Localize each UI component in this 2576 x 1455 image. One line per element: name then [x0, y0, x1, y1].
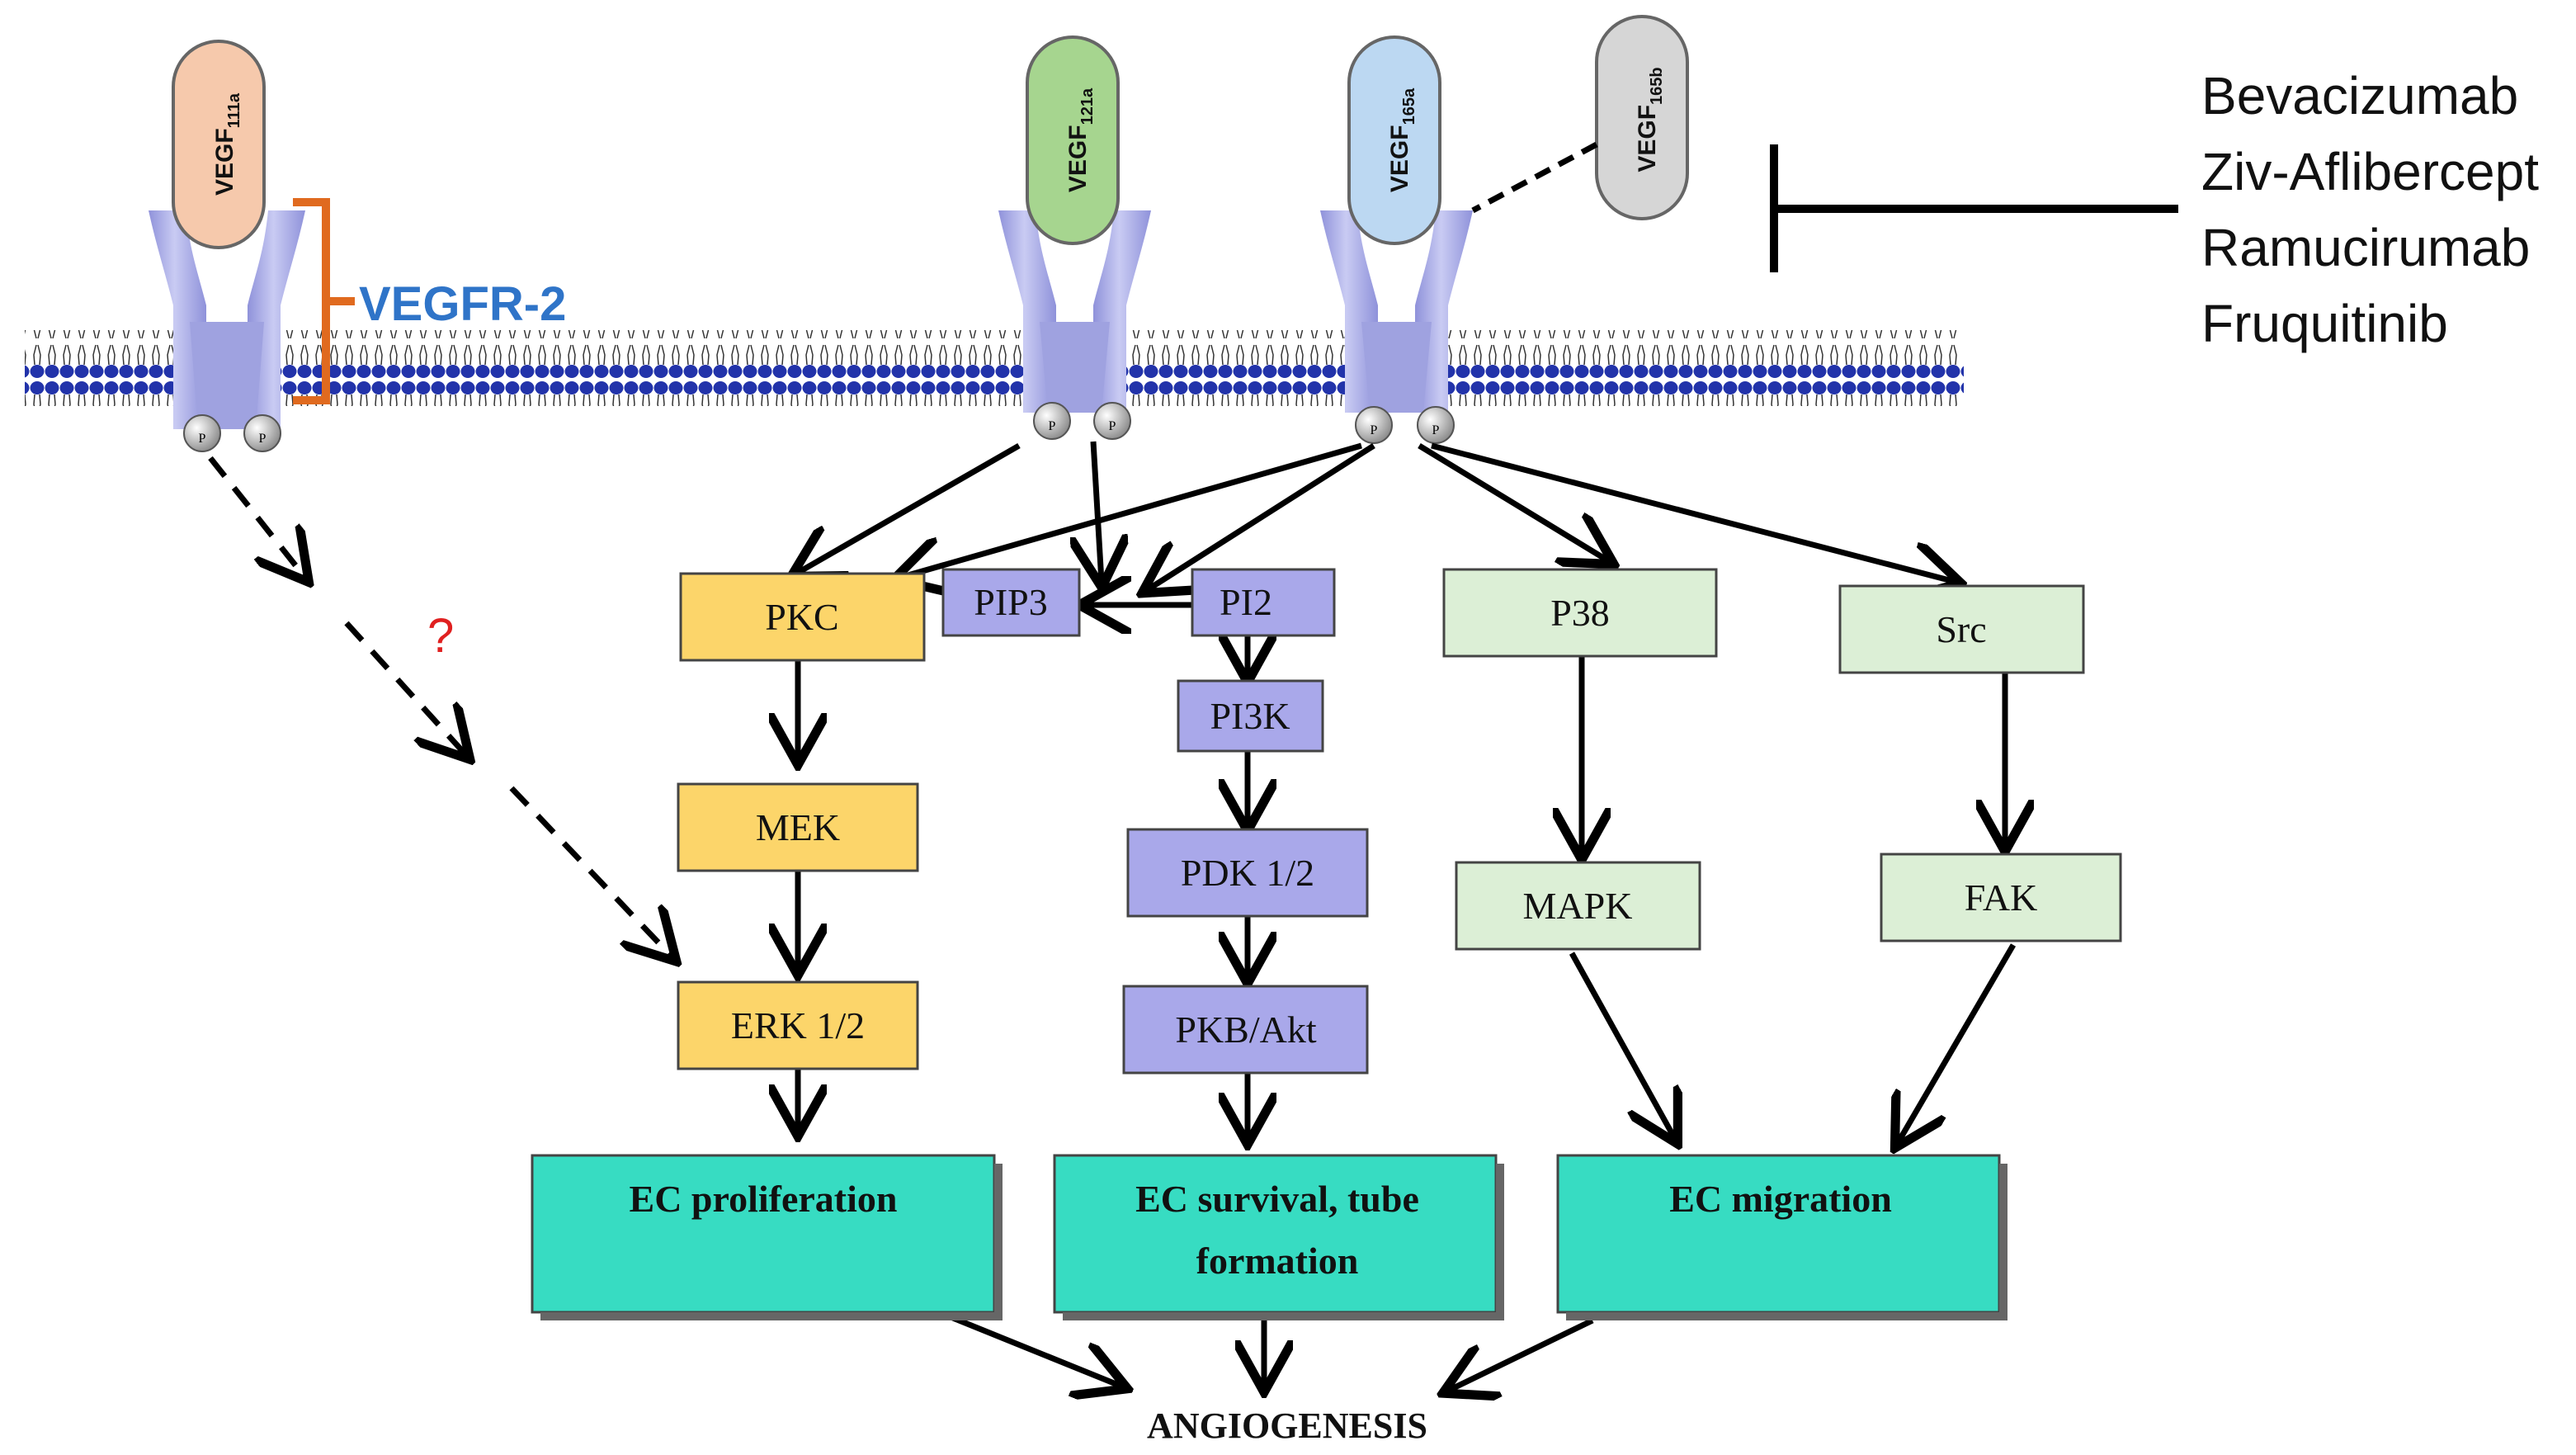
arrow-proliferation-angiogenesis: [947, 1313, 1122, 1387]
drug-ziv-aflibercept: Ziv-Aflibercept: [2201, 142, 2539, 201]
phospho-label: P: [1371, 423, 1378, 437]
phospho-site-icon: [183, 414, 221, 452]
arrow-r2-pkc: [796, 442, 1021, 574]
node-pi2: PI2: [1191, 568, 1336, 637]
node-label: P38: [1550, 592, 1610, 634]
phospho-site-icon: [1093, 402, 1131, 440]
unknown-pathway-arrow-2: [344, 621, 466, 755]
unknown-pathway-arrow-1: [208, 456, 305, 578]
drug-ramucirumab: Ramucirumab: [2201, 218, 2530, 277]
phospho-site-icon: [1355, 406, 1393, 444]
vegfr2-receptor-2: P P: [998, 210, 1151, 440]
node-src: Src: [1838, 584, 2085, 674]
outcome-label-line2: formation: [1196, 1240, 1359, 1282]
ligand-name: VEGF: [1064, 125, 1092, 192]
arrow-fak-migration: [1898, 943, 2017, 1143]
signal-arrows: [796, 441, 2017, 1391]
outcome-ec-migration: EC migration: [1556, 1154, 2007, 1320]
vegfr2-receptor-1: P P: [149, 210, 305, 452]
ligand-subscript: 111a: [225, 92, 243, 128]
ligand-vegf111a: VEGF111a: [172, 40, 266, 249]
drug-list: Bevacizumab Ziv-Aflibercept Ramucirumab …: [2201, 66, 2539, 353]
phospho-site-icon: [1033, 402, 1071, 440]
ligand-vegf165b: VEGF165b: [1595, 15, 1689, 220]
ligand-name: VEGF: [1386, 125, 1413, 192]
svg-text:VEGF121a: VEGF121a: [1064, 87, 1097, 192]
node-label: MEK: [756, 806, 840, 848]
outcome-ec-proliferation: EC proliferation: [531, 1154, 1003, 1320]
arrow-mapk-migration: [1569, 952, 1675, 1139]
node-label: PIP3: [974, 581, 1047, 623]
arrow-r3-src: [1431, 442, 1956, 582]
node-label: PI3K: [1210, 695, 1290, 737]
arrow-r3-pkc: [899, 442, 1362, 578]
ligand-vegf121a: VEGF121a: [1026, 35, 1120, 245]
node-label: ERK 1/2: [731, 1004, 865, 1046]
unknown-pathway-arrow-3: [509, 786, 672, 957]
phospho-label: P: [1049, 419, 1056, 433]
node-pkb: PKB/Akt: [1122, 985, 1369, 1075]
drug-bevacizumab: Bevacizumab: [2201, 66, 2518, 125]
node-label: PI2: [1220, 581, 1272, 623]
outcome-label-line1: EC survival, tube: [1135, 1178, 1419, 1220]
ligand-vegf165a: VEGF165a: [1347, 35, 1441, 245]
node-pdk: PDK 1/2: [1126, 828, 1369, 918]
ligand-subscript: 165a: [1400, 87, 1418, 125]
phospho-site-icon: [243, 414, 281, 452]
ligand-subscript: 121a: [1078, 87, 1097, 125]
node-fak: FAK: [1880, 853, 2122, 942]
svg-text:VEGF165b: VEGF165b: [1634, 67, 1666, 172]
node-erk: ERK 1/2: [677, 980, 919, 1070]
ligand-subscript: 165b: [1648, 67, 1666, 105]
node-p38: P38: [1442, 568, 1718, 658]
phospho-label: P: [259, 432, 267, 446]
arrow-r3-pi2: [1147, 443, 1375, 590]
node-mek: MEK: [677, 782, 919, 872]
phospho-label: P: [1109, 419, 1116, 433]
ligand-name: VEGF: [211, 128, 238, 196]
drug-fruquitinib: Fruquitinib: [2201, 294, 2448, 353]
arrow-r2-pip3: [1093, 441, 1102, 582]
vegfr2-label: VEGFR-2: [359, 277, 566, 331]
node-pip3: PIP3: [941, 568, 1081, 637]
node-label: PKB/Akt: [1175, 1009, 1316, 1051]
outcome-label: EC migration: [1669, 1178, 1892, 1220]
arrow-r3-p38: [1418, 443, 1609, 561]
node-label: PDK 1/2: [1181, 852, 1314, 894]
cell-membrane: [25, 330, 1964, 406]
arrow-migration-angiogenesis: [1448, 1317, 1594, 1391]
vegf165b-binding-dashed-line: [1471, 141, 1598, 214]
node-label: PKC: [765, 596, 838, 638]
svg-text:VEGF111a: VEGF111a: [211, 92, 243, 196]
node-pi3k: PI3K: [1177, 679, 1324, 753]
phospho-site-icon: [1417, 406, 1455, 444]
svg-text:VEGF165a: VEGF165a: [1386, 87, 1418, 192]
angiogenesis-label: ANGIOGENESIS: [1147, 1405, 1427, 1446]
phospho-label: P: [1432, 423, 1440, 437]
node-label: MAPK: [1523, 885, 1633, 927]
phospho-label: P: [199, 432, 206, 446]
node-label: Src: [1936, 608, 1986, 650]
outcome-ec-survival: EC survival, tube formation: [1053, 1154, 1504, 1320]
unknown-marker: ?: [427, 609, 454, 663]
node-mapk: MAPK: [1455, 861, 1701, 951]
vegfr2-receptor-3: P P: [1320, 210, 1473, 444]
node-pkc: PKC: [679, 572, 926, 662]
outcome-label: EC proliferation: [630, 1178, 898, 1220]
ligand-name: VEGF: [1634, 105, 1661, 172]
node-label: FAK: [1965, 876, 2038, 919]
